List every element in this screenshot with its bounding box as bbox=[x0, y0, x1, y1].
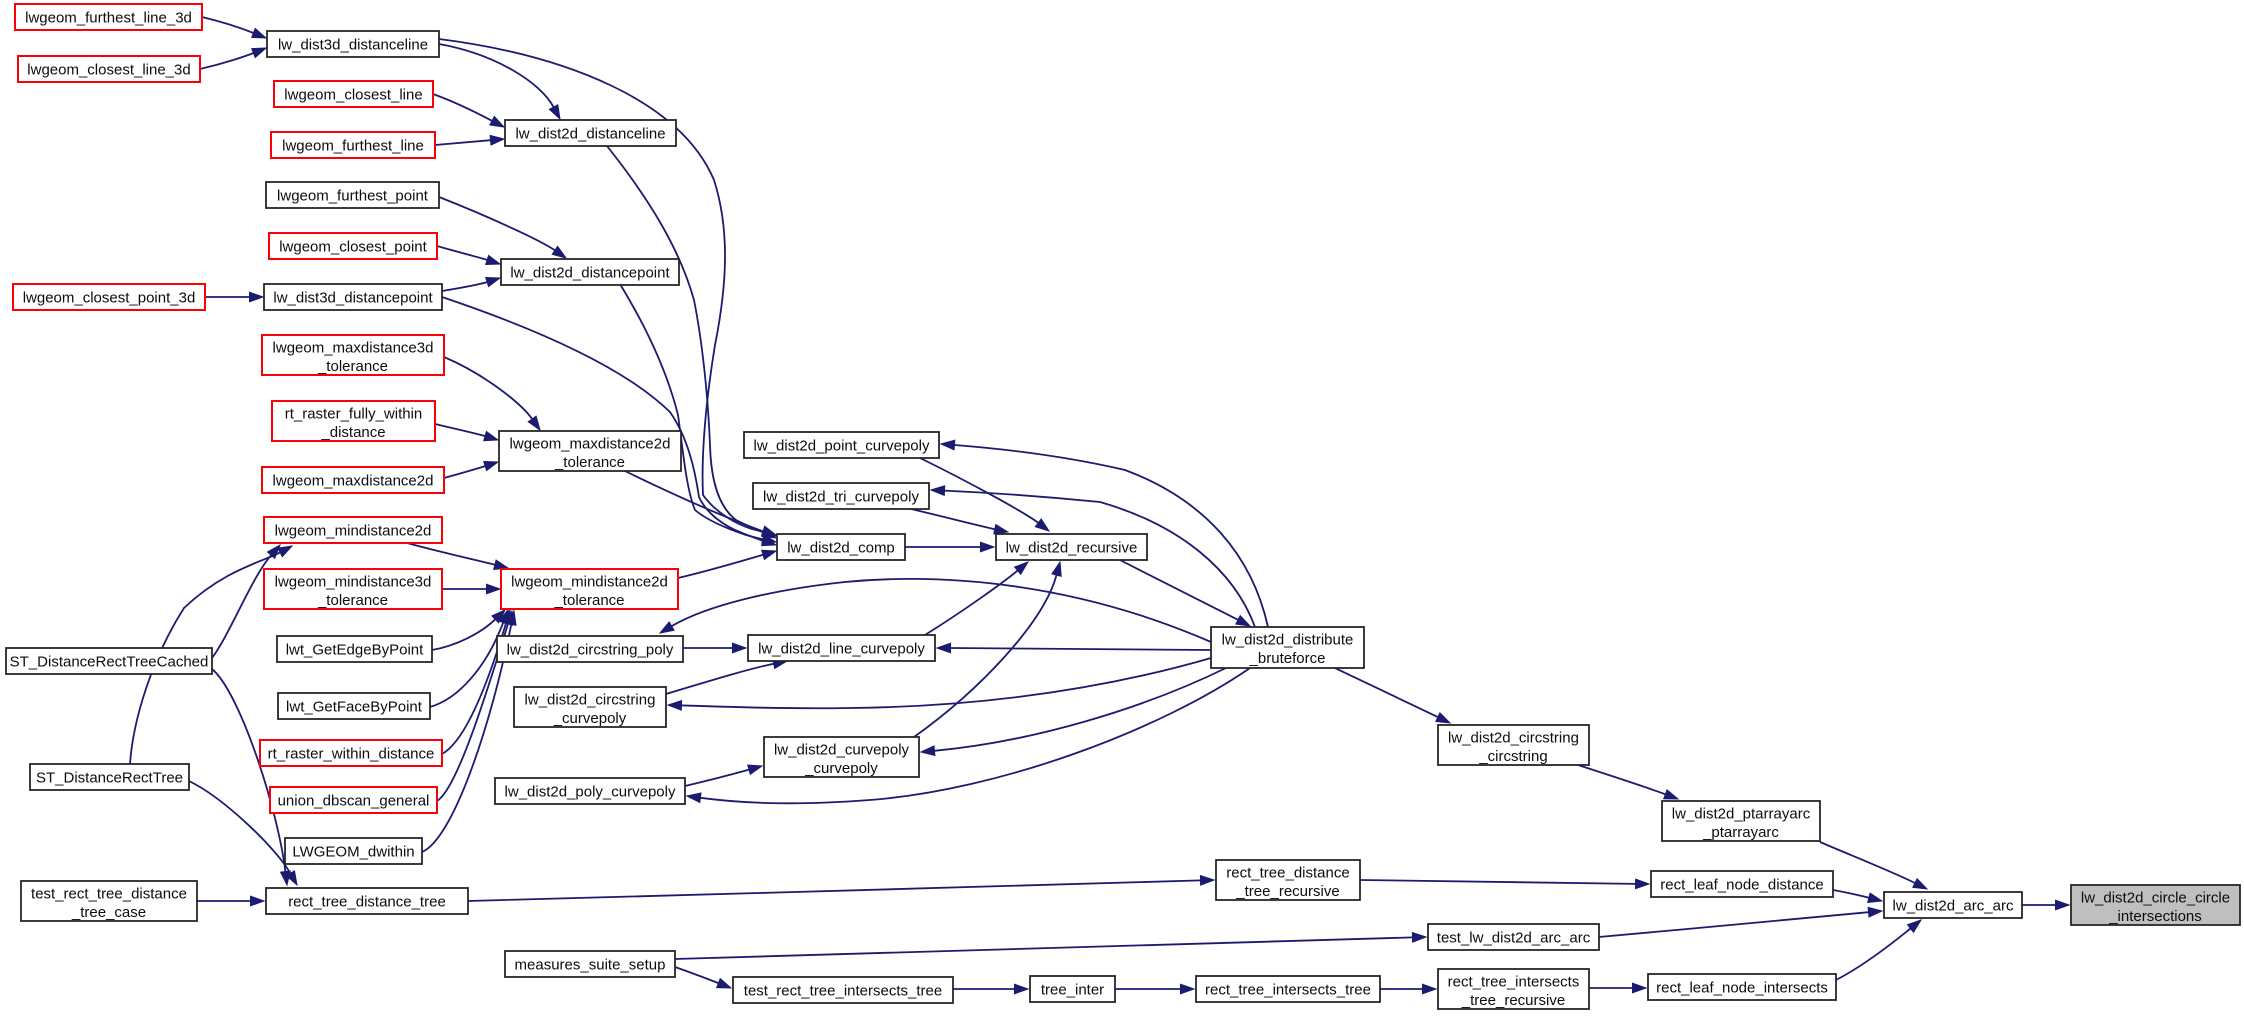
svg-text:lwgeom_furthest_line: lwgeom_furthest_line bbox=[282, 138, 424, 155]
svg-text:lw_dist2d_circstring_poly: lw_dist2d_circstring_poly bbox=[507, 642, 674, 659]
svg-text:lw_dist2d_circle_circle: lw_dist2d_circle_circle bbox=[2081, 890, 2230, 907]
svg-text:rect_tree_intersects_tree: rect_tree_intersects_tree bbox=[1205, 982, 1371, 999]
svg-text:lw_dist2d_poly_curvepoly: lw_dist2d_poly_curvepoly bbox=[505, 784, 676, 801]
svg-text:lw_dist2d_comp: lw_dist2d_comp bbox=[787, 540, 895, 557]
svg-text:ST_DistanceRectTreeCached: ST_DistanceRectTreeCached bbox=[10, 654, 209, 671]
svg-text:_curvepoly: _curvepoly bbox=[553, 710, 627, 727]
svg-text:_tolerance: _tolerance bbox=[553, 592, 624, 609]
svg-text:lwgeom_maxdistance3d: lwgeom_maxdistance3d bbox=[273, 340, 434, 357]
svg-text:_distance: _distance bbox=[320, 424, 385, 441]
svg-text:_tolerance: _tolerance bbox=[554, 454, 625, 471]
svg-text:test_lw_dist2d_arc_arc: test_lw_dist2d_arc_arc bbox=[1437, 930, 1591, 947]
svg-text:union_dbscan_general: union_dbscan_general bbox=[278, 793, 430, 810]
svg-text:lw_dist2d_recursive: lw_dist2d_recursive bbox=[1006, 540, 1138, 557]
svg-text:lwt_GetFaceByPoint: lwt_GetFaceByPoint bbox=[286, 699, 423, 716]
svg-text:_curvepoly: _curvepoly bbox=[804, 760, 878, 777]
svg-text:test_rect_tree_intersects_tree: test_rect_tree_intersects_tree bbox=[744, 983, 942, 1000]
svg-text:lw_dist2d_circstring: lw_dist2d_circstring bbox=[1448, 730, 1579, 747]
svg-text:lw_dist2d_ptarrayarc: lw_dist2d_ptarrayarc bbox=[1672, 806, 1811, 823]
svg-text:_bruteforce: _bruteforce bbox=[1249, 650, 1326, 667]
svg-text:lw_dist3d_distanceline: lw_dist3d_distanceline bbox=[278, 37, 428, 54]
svg-text:lw_dist2d_tri_curvepoly: lw_dist2d_tri_curvepoly bbox=[763, 489, 919, 506]
svg-text:_tree_recursive: _tree_recursive bbox=[1461, 992, 1565, 1009]
svg-text:lwgeom_mindistance2d: lwgeom_mindistance2d bbox=[511, 574, 668, 591]
svg-text:lwgeom_maxdistance2d: lwgeom_maxdistance2d bbox=[273, 473, 434, 490]
svg-text:lw_dist2d_distanceline: lw_dist2d_distanceline bbox=[515, 126, 665, 143]
svg-text:test_rect_tree_distance: test_rect_tree_distance bbox=[31, 886, 187, 903]
svg-text:rect_tree_intersects: rect_tree_intersects bbox=[1448, 974, 1580, 991]
svg-text:_circstring: _circstring bbox=[1478, 748, 1547, 765]
svg-text:lw_dist2d_point_curvepoly: lw_dist2d_point_curvepoly bbox=[754, 438, 930, 455]
svg-text:_tree_case: _tree_case bbox=[71, 904, 146, 921]
svg-text:lwgeom_mindistance3d: lwgeom_mindistance3d bbox=[275, 574, 432, 591]
svg-text:lwgeom_furthest_line_3d: lwgeom_furthest_line_3d bbox=[25, 10, 192, 27]
svg-text:rt_raster_fully_within: rt_raster_fully_within bbox=[285, 406, 423, 423]
svg-text:lw_dist2d_curvepoly: lw_dist2d_curvepoly bbox=[774, 742, 910, 759]
svg-text:lw_dist2d_circstring: lw_dist2d_circstring bbox=[525, 692, 656, 709]
svg-text:lwgeom_furthest_point: lwgeom_furthest_point bbox=[277, 188, 429, 205]
svg-text:lwgeom_closest_point_3d: lwgeom_closest_point_3d bbox=[23, 290, 196, 307]
svg-text:lwt_GetEdgeByPoint: lwt_GetEdgeByPoint bbox=[286, 642, 424, 659]
svg-text:lw_dist3d_distancepoint: lw_dist3d_distancepoint bbox=[273, 290, 433, 307]
svg-text:_tolerance: _tolerance bbox=[317, 592, 388, 609]
svg-text:lw_dist2d_line_curvepoly: lw_dist2d_line_curvepoly bbox=[758, 641, 925, 658]
svg-text:LWGEOM_dwithin: LWGEOM_dwithin bbox=[292, 844, 414, 861]
svg-text:_ptarrayarc: _ptarrayarc bbox=[1702, 824, 1779, 841]
svg-text:rect_leaf_node_distance: rect_leaf_node_distance bbox=[1660, 877, 1823, 894]
svg-text:lwgeom_closest_line: lwgeom_closest_line bbox=[284, 87, 422, 104]
svg-text:lwgeom_mindistance2d: lwgeom_mindistance2d bbox=[275, 523, 432, 540]
svg-text:tree_inter: tree_inter bbox=[1041, 982, 1104, 999]
svg-text:rect_tree_distance: rect_tree_distance bbox=[1226, 865, 1349, 882]
svg-text:_tolerance: _tolerance bbox=[317, 358, 388, 375]
svg-text:lwgeom_closest_point: lwgeom_closest_point bbox=[279, 239, 427, 256]
svg-text:_intersections: _intersections bbox=[2108, 908, 2202, 925]
svg-text:rt_raster_within_distance: rt_raster_within_distance bbox=[268, 746, 435, 763]
svg-text:rect_tree_distance_tree: rect_tree_distance_tree bbox=[288, 894, 446, 911]
svg-text:lw_dist2d_distribute: lw_dist2d_distribute bbox=[1222, 632, 1354, 649]
svg-text:lw_dist2d_distancepoint: lw_dist2d_distancepoint bbox=[510, 265, 670, 282]
svg-text:ST_DistanceRectTree: ST_DistanceRectTree bbox=[36, 770, 183, 787]
svg-text:lwgeom_maxdistance2d: lwgeom_maxdistance2d bbox=[510, 436, 671, 453]
svg-text:lwgeom_closest_line_3d: lwgeom_closest_line_3d bbox=[27, 62, 190, 79]
svg-text:measures_suite_setup: measures_suite_setup bbox=[515, 957, 666, 974]
svg-text:_tree_recursive: _tree_recursive bbox=[1235, 883, 1339, 900]
svg-text:lw_dist2d_arc_arc: lw_dist2d_arc_arc bbox=[1893, 898, 2014, 915]
svg-text:rect_leaf_node_intersects: rect_leaf_node_intersects bbox=[1656, 980, 1828, 997]
